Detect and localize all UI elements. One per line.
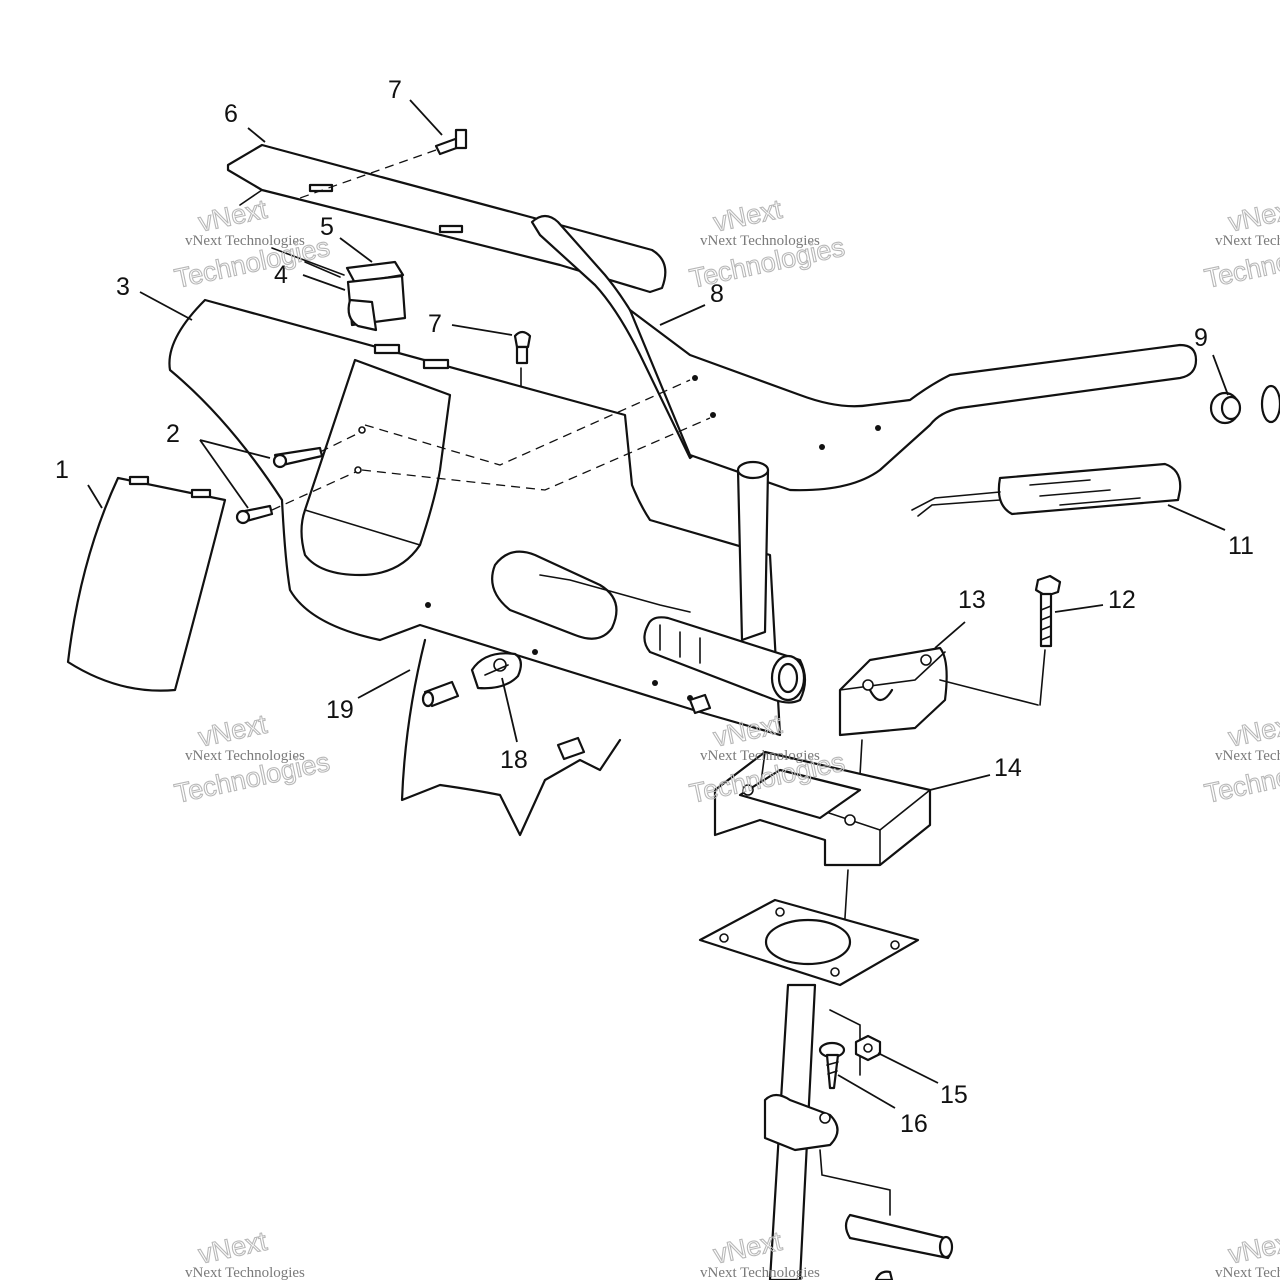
watermark: vNext vNext Technologies Technologies (1201, 193, 1280, 294)
svg-text:vNext Technologies: vNext Technologies (185, 233, 305, 249)
callout-5: 5 (320, 213, 334, 241)
part-2-screws (235, 426, 366, 525)
svg-text:vNext: vNext (1226, 194, 1280, 238)
watermark: vNext vNext Technologies (1215, 1225, 1280, 1280)
svg-text:vNext: vNext (196, 1226, 270, 1270)
part-19-bushings (421, 680, 712, 761)
callout-7-middle: 7 (428, 310, 442, 338)
steering-post (643, 460, 807, 704)
callout-18: 18 (500, 746, 528, 774)
svg-text:vNext Technologies: vNext Technologies (1215, 1265, 1280, 1280)
lower-cable (844, 1213, 954, 1280)
part-12-bolt (1034, 574, 1062, 706)
callout-7-top: 7 (388, 76, 402, 104)
watermark: vNext vNext Technologies Technologies (171, 193, 333, 294)
callout-13: 13 (958, 586, 986, 614)
callout-4: 4 (274, 261, 288, 289)
svg-text:vNext: vNext (196, 194, 270, 238)
watermark: vNext vNext Technologies Technologies (1201, 708, 1280, 809)
svg-text:vNext: vNext (1226, 709, 1280, 753)
part-11-grip (911, 462, 1182, 517)
svg-text:vNext Technologies: vNext Technologies (700, 748, 820, 764)
callout-9: 9 (1194, 324, 1208, 352)
assembly-lines (361, 379, 711, 491)
part-16-screw (818, 1041, 846, 1090)
part-3-fairing (168, 298, 782, 837)
watermarks: vNext vNext Technologies Technologies vN… (171, 193, 1280, 1280)
callout-3: 3 (116, 273, 130, 301)
callout-11: 11 (1228, 532, 1254, 560)
svg-text:vNext Technologies: vNext Technologies (1215, 233, 1280, 249)
part-9-end-cap (1209, 384, 1280, 425)
callout-12: 12 (1108, 586, 1136, 614)
part-1-panel (66, 475, 227, 692)
steering-column (698, 898, 920, 1280)
part-4-5-switch (271, 247, 407, 332)
svg-text:vNext Technologies: vNext Technologies (185, 1265, 305, 1280)
svg-text:vNext Technologies: vNext Technologies (700, 233, 820, 249)
part-15-nut (854, 1034, 882, 1062)
part-6-cover (226, 143, 667, 294)
svg-text:vNext Technologies: vNext Technologies (1215, 748, 1280, 764)
callout-19: 19 (326, 696, 354, 724)
watermark: vNext vNext Technologies Technologies (171, 708, 333, 809)
watermark: vNext vNext Technologies Technologies (686, 193, 848, 294)
svg-text:vNext Technologies: vNext Technologies (700, 1265, 820, 1280)
part-8-handlebar (530, 214, 1198, 492)
part-18-clamp (470, 652, 522, 690)
callout-16: 16 (900, 1110, 928, 1138)
callout-15: 15 (940, 1081, 968, 1109)
part-14-lower-clamp (713, 750, 932, 966)
callout-2: 2 (166, 420, 180, 448)
part-7-rivets (299, 128, 532, 387)
leader-lines (87, 99, 1229, 1109)
svg-text:vNext: vNext (196, 709, 270, 753)
callout-1: 1 (55, 456, 69, 484)
svg-text:vNext: vNext (1226, 1226, 1280, 1270)
svg-text:vNext Technologies: vNext Technologies (185, 748, 305, 764)
callout-14: 14 (994, 754, 1022, 782)
callout-6: 6 (224, 100, 238, 128)
watermark: vNext vNext Technologies Technologies (686, 708, 848, 809)
svg-text:vNext: vNext (711, 194, 785, 238)
callout-labels: 1 2 3 4 5 6 7 7 8 9 11 12 13 14 15 16 18… (55, 76, 1254, 1138)
callout-8: 8 (710, 280, 724, 308)
watermark: vNext vNext Technologies (185, 1225, 305, 1280)
